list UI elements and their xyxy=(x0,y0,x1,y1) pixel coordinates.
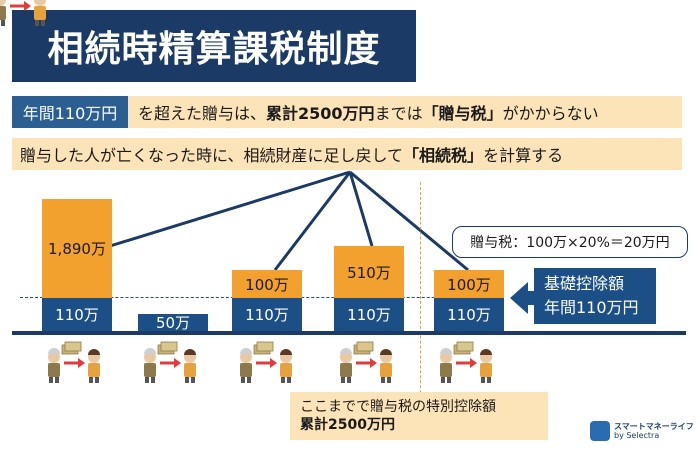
gift-tax-callout: 贈与税：100万×20%＝20万円 xyxy=(452,226,688,258)
bar-3-excess: 100万 xyxy=(232,270,302,298)
special-deduction-line2: 累計2500万円 xyxy=(300,417,395,433)
info-band-inheritance xyxy=(12,138,682,170)
bar-5-excess: 100万 xyxy=(434,270,504,298)
gift-pair-icon-5 xyxy=(438,340,494,385)
gift-rule-tax: 「贈与税」 xyxy=(422,104,503,123)
gift-rule-post: がかからない xyxy=(502,104,599,123)
gift-rule-cumulative: 累計2500万円 xyxy=(266,104,375,123)
gift-rule-pre: を超えた贈与は、 xyxy=(138,104,267,123)
bar-1-base: 110万 xyxy=(42,298,112,331)
basic-deduction-line1: 基礎控除額 xyxy=(544,274,625,293)
connector-line-1 xyxy=(109,170,351,248)
logo-by: by Selectra xyxy=(614,431,660,440)
bar-1-excess: 1,890万 xyxy=(42,199,112,298)
timeline-axis xyxy=(12,331,686,335)
basic-deduction-line2: 年間110万円 xyxy=(544,298,639,317)
bar-5-base: 110万 xyxy=(434,298,504,331)
gift-pair-icon-3 xyxy=(238,340,294,385)
bar-2-base: 50万 xyxy=(138,314,208,332)
gift-pair-icon-1 xyxy=(46,340,102,385)
gift-rule-mid: までは xyxy=(374,104,423,123)
connector-line-3 xyxy=(348,171,374,247)
bar-4-excess: 510万 xyxy=(334,246,404,298)
annual-limit-tag: 年間110万円 xyxy=(12,96,128,128)
inheritance-rule-pre: 贈与した人が亡くなった時に、相続財産に足し戻して xyxy=(20,146,404,165)
inheritance-rule-tax: 「相続税」 xyxy=(403,146,484,165)
bar-4-base: 110万 xyxy=(334,298,404,331)
bar-3-base: 110万 xyxy=(232,298,302,331)
special-deduction-note: ここまでで贈与税の特別控除額 累計2500万円 xyxy=(290,392,548,440)
gift-pair-icon xyxy=(0,0,46,26)
inheritance-rule-text: 贈与した人が亡くなった時に、相続財産に足し戻して 「相続税」 を計算する xyxy=(20,138,563,170)
special-deduction-divider xyxy=(420,182,421,418)
gift-pair-icon-2 xyxy=(142,340,198,385)
piggy-bank-icon xyxy=(590,421,610,441)
brand-logo: スマートマネーライフ by Selectra xyxy=(590,417,694,445)
page-title: 相続時精算課税制度 xyxy=(12,10,416,82)
gift-pair-icon-4 xyxy=(338,340,394,385)
inheritance-rule-post: を計算する xyxy=(483,146,564,165)
special-deduction-line1: ここまでで贈与税の特別控除額 xyxy=(300,399,496,415)
basic-deduction-label: 基礎控除額 年間110万円 xyxy=(534,268,656,324)
logo-name: スマートマネーライフ xyxy=(614,422,694,431)
gift-rule-text: を超えた贈与は、 累計2500万円 までは 「贈与税」 がかからない xyxy=(138,96,599,128)
connector-line-2 xyxy=(273,171,352,271)
connector-line-4 xyxy=(349,170,469,272)
